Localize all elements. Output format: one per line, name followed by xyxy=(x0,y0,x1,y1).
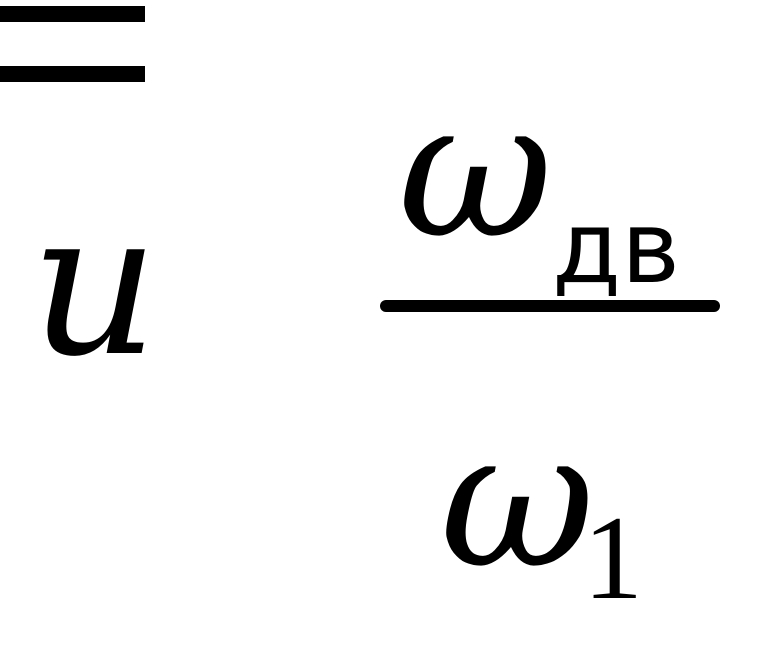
numerator-omega: ω xyxy=(398,59,553,280)
numerator-subscript: дв xyxy=(552,189,681,306)
equals-bar-bottom xyxy=(0,66,145,82)
equals-bar-top xyxy=(0,6,145,22)
variable-u: u xyxy=(30,168,159,401)
fraction-bar xyxy=(380,300,720,312)
equals-sign xyxy=(0,0,145,86)
denominator-subscript: 1 xyxy=(583,491,643,624)
denominator-omega: ω xyxy=(440,389,595,610)
